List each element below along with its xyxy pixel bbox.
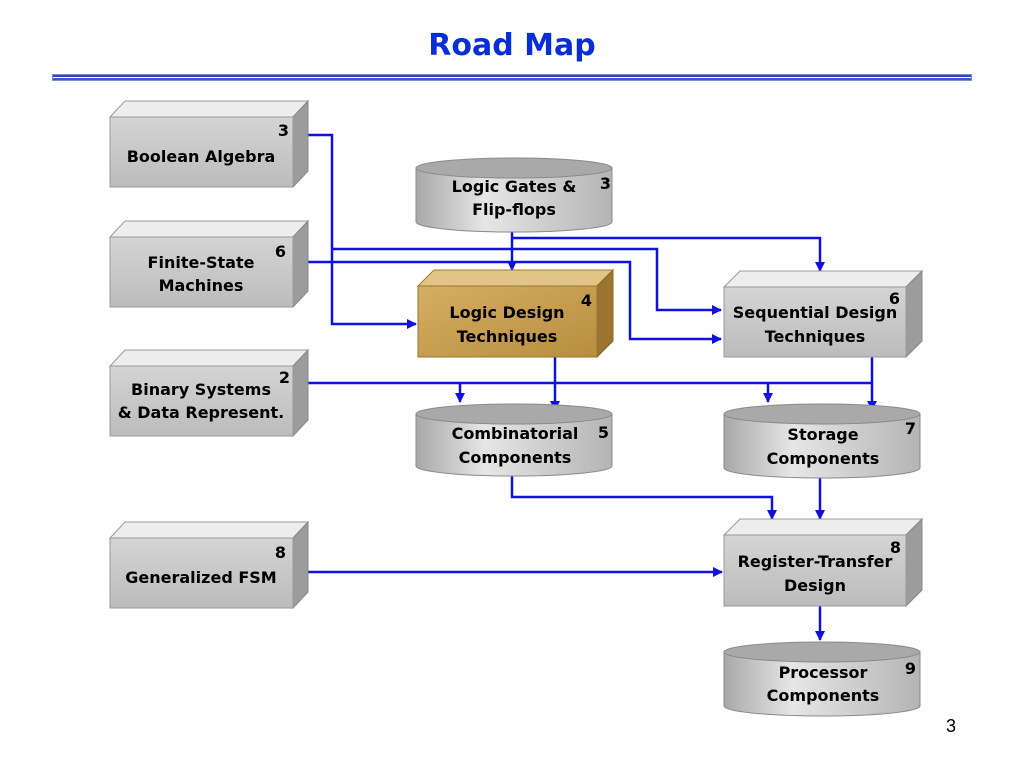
node-label: Binary Systems: [131, 380, 271, 399]
node-label: Finite-State: [148, 253, 255, 272]
node-label: Register-Transfer: [738, 552, 893, 571]
page-title: Road Map: [428, 28, 596, 63]
node-label: Components: [459, 448, 572, 467]
arrow-fsm-to-sequential: [308, 260, 722, 344]
chapter-number: 9: [905, 659, 916, 678]
chapter-number: 2: [279, 368, 290, 387]
chapter-number: 6: [275, 242, 286, 261]
node-label: Storage: [787, 425, 858, 444]
connectors: [308, 133, 877, 641]
chapter-number: 7: [905, 419, 916, 438]
arrow-combinatorial-to-rt: [510, 476, 777, 520]
node-label: Generalized FSM: [125, 568, 276, 587]
node-label: Combinatorial: [452, 424, 579, 443]
arrow-gates-to-sequential: [512, 236, 825, 272]
box-logic-design-techniques: Logic Design Techniques 4: [416, 268, 615, 359]
box-sequential-design-techniques: Sequential Design Techniques 6: [722, 269, 924, 359]
node-label: Logic Gates &: [452, 177, 577, 196]
cylinder-combinatorial-components: Combinatorial Components 5: [415, 403, 613, 477]
chapter-number: 8: [890, 538, 901, 557]
chapter-number: 5: [598, 423, 609, 442]
node-label: Machines: [159, 276, 244, 295]
arrow-boolean-to-sequential: [332, 247, 722, 315]
box-finite-state-machines: Finite-State Machines 6: [108, 219, 310, 309]
node-label: Techniques: [457, 327, 558, 346]
chapter-number: 4: [581, 291, 592, 310]
title-divider: [52, 74, 972, 81]
cylinder-logic-gates: Logic Gates & Flip-flops 3: [415, 157, 613, 233]
box-boolean-algebra: Boolean Algebra 3: [108, 99, 310, 189]
node-label: Logic Design: [449, 303, 564, 322]
node-label: & Data Represent.: [118, 403, 284, 422]
box-register-transfer-design: Register-Transfer Design 8: [722, 517, 924, 608]
chapter-number: 8: [275, 543, 286, 562]
node-label: Flip-flops: [472, 200, 556, 219]
node-label: Sequential Design: [733, 303, 897, 322]
box-binary-systems: Binary Systems & Data Represent. 2: [108, 348, 310, 438]
box-generalized-fsm: Generalized FSM 8: [108, 520, 310, 610]
node-label: Design: [784, 576, 846, 595]
node-label: Components: [767, 686, 880, 705]
node-label: Components: [767, 449, 880, 468]
node-label: Processor: [779, 663, 868, 682]
node-label: Techniques: [765, 327, 866, 346]
chapter-number: 6: [889, 289, 900, 308]
cylinder-processor-components: Processor Components 9: [723, 641, 921, 717]
chapter-number: 3: [278, 121, 289, 140]
cylinder-storage-components: Storage Components 7: [723, 403, 921, 479]
chapter-number: 3: [600, 174, 611, 193]
node-label: Boolean Algebra: [127, 147, 276, 166]
page-number: 3: [946, 716, 957, 736]
arrow-boolean-to-logic-design: [308, 133, 417, 329]
